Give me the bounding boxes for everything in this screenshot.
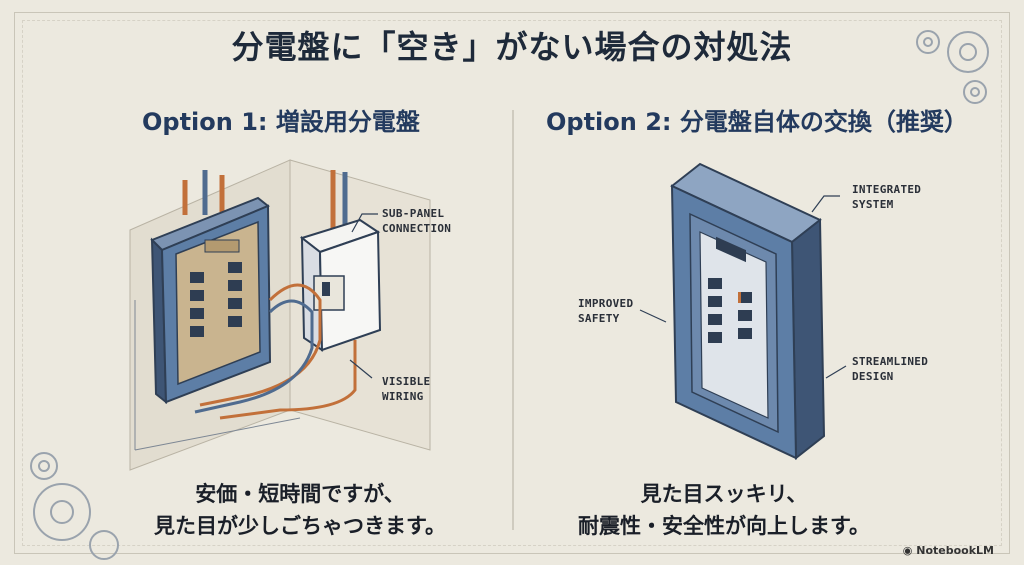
callout-line: WIRING: [382, 390, 424, 403]
option1-illustration: [129, 159, 431, 471]
callout-line: SYSTEM: [852, 198, 894, 211]
callout-line: SAFETY: [578, 312, 620, 325]
callout-line: CONNECTION: [382, 222, 452, 235]
option2-illustration: [639, 162, 847, 461]
option1-caption: 安価・短時間ですが、 見た目が少しごちゃつきます。: [90, 478, 510, 542]
callout-line: VISIBLE: [382, 375, 431, 388]
callout-improved-safety: IMPROVED SAFETY: [578, 296, 633, 326]
gear-icon: [30, 452, 119, 560]
column-divider: [512, 110, 514, 530]
callout-visible-wiring: VISIBLE WIRING: [382, 374, 430, 404]
callout-line: IMPROVED: [578, 297, 634, 310]
main-panel: [150, 196, 272, 405]
callout-line: STREAMLINED: [852, 355, 929, 368]
option2-heading: Option 2: 分電盤自体の交換（推奨）: [546, 108, 968, 136]
callout-integrated-system: INTEGRATED SYSTEM: [852, 182, 921, 212]
notebooklm-watermark: ◉ NotebookLM: [903, 544, 994, 557]
gear-icon: [916, 30, 989, 104]
callout-streamlined-design: STREAMLINED DESIGN: [852, 354, 928, 384]
blueprint-inner-frame: [22, 20, 1002, 546]
callout-line: SUB-PANEL: [382, 207, 445, 220]
caption-line: 耐震性・安全性が向上します。: [578, 514, 870, 538]
option1-heading: Option 1: 増設用分電盤: [142, 108, 420, 136]
sub-panel: [299, 218, 382, 352]
blueprint-frame: [14, 12, 1010, 554]
page-title: 分電盤に「空き」がない場合の対処法: [231, 28, 793, 66]
callout-line: DESIGN: [852, 370, 894, 383]
option2-caption: 見た目スッキリ、 耐震性・安全性が向上します。: [514, 478, 934, 542]
caption-line: 見た目スッキリ、: [640, 482, 808, 506]
notebooklm-logo-icon: ◉: [902, 544, 913, 557]
callout-sub-panel: SUB-PANEL CONNECTION: [382, 206, 451, 236]
caption-line: 安価・短時間ですが、: [195, 482, 405, 506]
callout-line: INTEGRATED: [852, 183, 922, 196]
caption-line: 見た目が少しごちゃつきます。: [154, 514, 446, 538]
watermark-text: NotebookLM: [916, 544, 994, 557]
